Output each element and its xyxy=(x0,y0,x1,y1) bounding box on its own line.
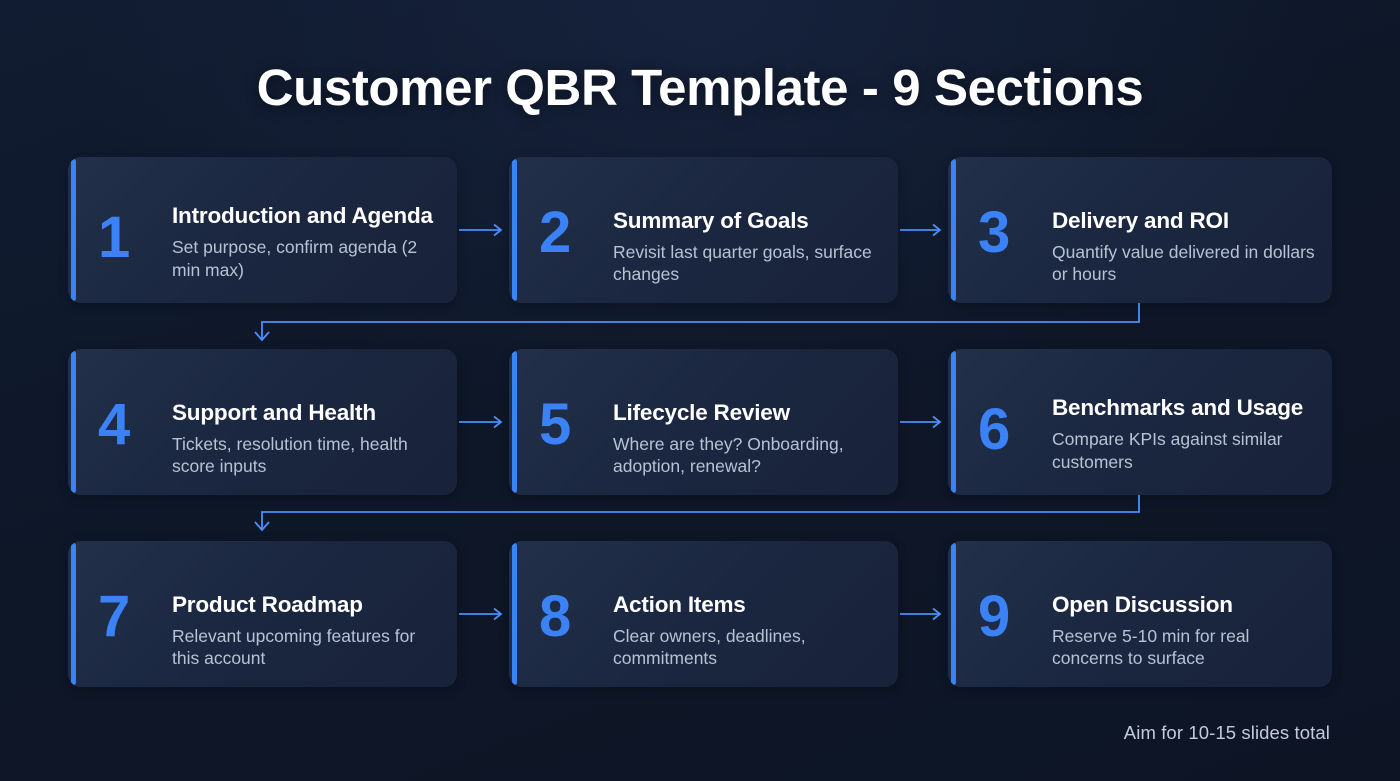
section-description: Compare KPIs against similar customers xyxy=(1052,429,1283,472)
arrow-right-icon xyxy=(459,415,503,429)
section-title: Delivery and ROI xyxy=(1052,207,1229,233)
section-number: 6 xyxy=(978,397,1010,463)
footer-note: Aim for 10-15 slides total xyxy=(1123,722,1330,743)
section-number: 2 xyxy=(539,199,571,265)
section-card-1[interactable]: 1 Introduction and Agenda Set purpose, c… xyxy=(68,157,457,303)
page-title: Customer QBR Template - 9 Sections xyxy=(256,59,1144,116)
section-description: Set purpose, confirm agenda (2 min max) xyxy=(172,237,418,280)
sections-row-3: 7 Product Roadmap Relevant upcoming feat… xyxy=(68,541,1332,687)
section-title: Support and Health xyxy=(172,399,376,425)
section-number: 4 xyxy=(98,391,130,457)
section-title: Product Roadmap xyxy=(172,591,363,617)
sections-row-1: 1 Introduction and Agenda Set purpose, c… xyxy=(68,157,1332,342)
section-card-9[interactable]: 9 Open Discussion Reserve 5-10 min for r… xyxy=(948,541,1332,687)
section-number: 3 xyxy=(978,199,1010,265)
section-title: Open Discussion xyxy=(1052,591,1233,617)
accent-bar-icon xyxy=(951,543,956,685)
section-card-3[interactable]: 3 Delivery and ROI Quantify value delive… xyxy=(948,157,1332,303)
accent-bar-icon xyxy=(71,159,76,301)
section-description: Tickets, resolution time, health score i… xyxy=(172,433,408,477)
arrow-down-icon xyxy=(254,495,1140,532)
section-title: Lifecycle Review xyxy=(613,399,790,425)
arrow-right-icon xyxy=(900,607,942,621)
arrow-right-icon xyxy=(459,223,503,237)
section-number: 1 xyxy=(98,205,130,271)
section-card-8[interactable]: 8 Action Items Clear owners, deadlines, … xyxy=(509,541,898,687)
sections-grid: 1 Introduction and Agenda Set purpose, c… xyxy=(68,157,1332,687)
arrow-right-icon xyxy=(900,415,942,429)
section-title: Introduction and Agenda xyxy=(172,203,433,229)
section-number: 5 xyxy=(539,391,571,457)
section-card-4[interactable]: 4 Support and Health Tickets, resolution… xyxy=(68,349,457,495)
accent-bar-icon xyxy=(951,351,956,493)
section-title: Benchmarks and Usage xyxy=(1052,395,1304,421)
section-card-6[interactable]: 6 Benchmarks and Usage Compare KPIs agai… xyxy=(948,349,1332,495)
section-card-2[interactable]: 2 Summary of Goals Revisit last quarter … xyxy=(509,157,898,303)
arrow-right-icon xyxy=(459,607,503,621)
sections-row-2: 4 Support and Health Tickets, resolution… xyxy=(68,349,1332,532)
section-description: Revisit last quarter goals, surface chan… xyxy=(613,241,872,285)
accent-bar-icon xyxy=(71,351,76,493)
section-number: 8 xyxy=(539,583,571,649)
arrow-down-icon xyxy=(254,303,1140,342)
section-description: Clear owners, deadlines, commitments xyxy=(613,625,806,669)
accent-bar-icon xyxy=(512,351,517,493)
section-number: 7 xyxy=(98,583,130,649)
arrow-right-icon xyxy=(900,223,942,237)
accent-bar-icon xyxy=(512,159,517,301)
accent-bar-icon xyxy=(71,543,76,685)
section-card-7[interactable]: 7 Product Roadmap Relevant upcoming feat… xyxy=(68,541,457,687)
section-card-5[interactable]: 5 Lifecycle Review Where are they? Onboa… xyxy=(509,349,898,495)
accent-bar-icon xyxy=(512,543,517,685)
accent-bar-icon xyxy=(951,159,956,301)
section-number: 9 xyxy=(978,583,1010,649)
section-description: Quantify value delivered in dollars or h… xyxy=(1052,241,1315,285)
section-description: Where are they? Onboarding, adoption, re… xyxy=(613,433,844,477)
section-title: Summary of Goals xyxy=(613,207,809,233)
section-description: Reserve 5-10 min for real concerns to su… xyxy=(1052,625,1250,669)
section-title: Action Items xyxy=(613,591,746,617)
section-description: Relevant upcoming features for this acco… xyxy=(172,625,416,669)
